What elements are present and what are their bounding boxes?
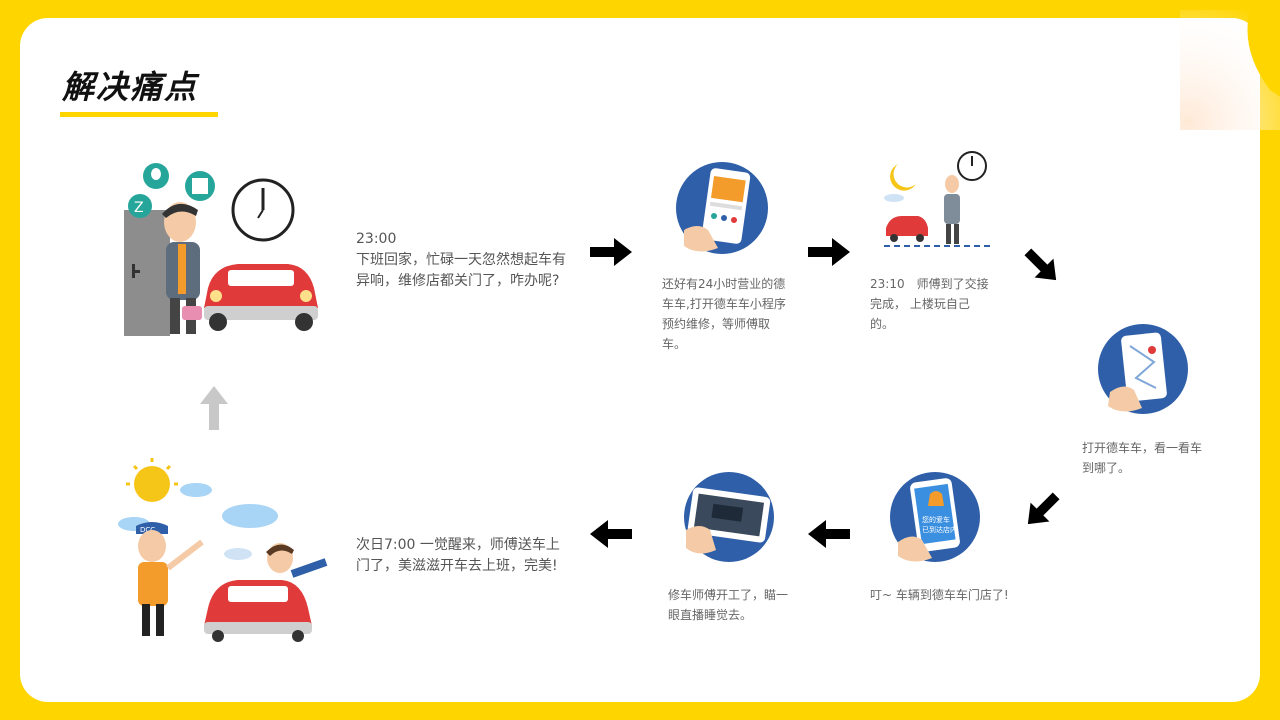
- notice-line1: 您的爱车: [922, 515, 950, 524]
- page-curl: [1180, 10, 1280, 130]
- notice-line2: 已到达店内: [922, 525, 957, 534]
- arrow-right-icon: [590, 238, 632, 266]
- step1-text: 下班回家，忙碌一天忽然想起车有异响，维修店都关门了，咋办呢?: [356, 252, 566, 289]
- step2-text: 还好有24小时营业的德车车,打开德车车小程序预约维修，等师傅取车。: [662, 277, 786, 351]
- arrow-left-icon: [808, 520, 850, 548]
- mascot-cap-text: DCC: [140, 526, 155, 534]
- step1-time: 23:00: [356, 231, 397, 247]
- step7-text: 次日7:00 一觉醒来，师傅送车上门了，美滋滋开车去上班，完美!: [356, 537, 560, 574]
- arrow-down-left-icon: [1027, 492, 1060, 525]
- tired-man-car-illustration: Z: [124, 163, 318, 336]
- map-tracking-illustration: [1098, 324, 1188, 414]
- arrow-down-right-icon: [1024, 248, 1057, 281]
- step3-text: 23:10 师傅到了交接完成， 上楼玩自己的。: [870, 277, 989, 331]
- step6-text: 修车师傅开工了，瞄一眼直播睡觉去。: [668, 588, 789, 622]
- morning-delivery-illustration: DCC: [118, 458, 328, 642]
- phone-booking-illustration: [676, 162, 768, 254]
- title-underline: [60, 112, 218, 117]
- night-handover-illustration: [884, 151, 990, 247]
- arrow-right-icon: [808, 238, 850, 266]
- arrow-up-icon: [200, 386, 228, 430]
- step4-text: 打开德车车，看一看车到哪了。: [1082, 441, 1203, 475]
- live-repair-illustration: [684, 472, 774, 562]
- svg-text:Z: Z: [134, 200, 144, 216]
- page-title: 解决痛点: [62, 68, 199, 106]
- arrow-left-icon: [590, 520, 632, 548]
- arrival-notification-illustration: 您的爱车 已到达店内: [890, 472, 980, 562]
- step5-text: 叮~ 车辆到德车车门店了!: [870, 588, 1009, 602]
